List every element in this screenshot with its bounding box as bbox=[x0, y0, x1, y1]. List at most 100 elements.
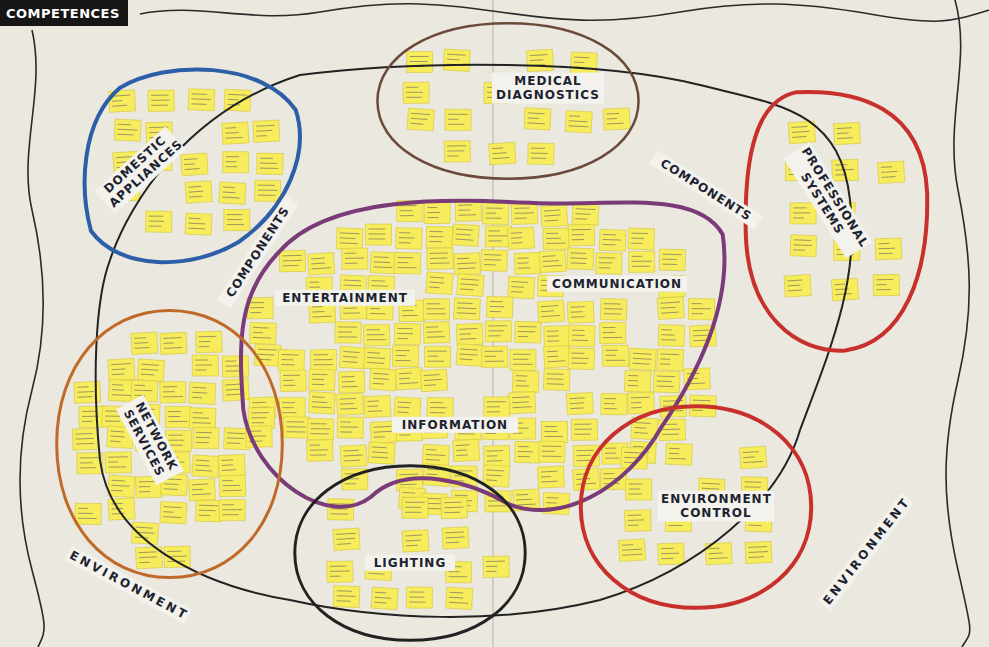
sticky-note bbox=[537, 466, 564, 488]
sticky-note bbox=[653, 371, 680, 393]
sticky-note bbox=[568, 224, 594, 246]
sticky-note bbox=[328, 499, 354, 520]
sticky-note bbox=[253, 120, 280, 142]
sticky-note bbox=[148, 90, 174, 111]
sticky-note bbox=[600, 322, 626, 343]
sticky-note bbox=[426, 226, 453, 248]
sticky-note bbox=[454, 253, 481, 275]
sticky-note bbox=[336, 228, 363, 250]
sticky-note bbox=[626, 479, 652, 500]
sticky-note bbox=[453, 439, 480, 461]
sticky-note bbox=[544, 326, 571, 348]
sticky-note bbox=[338, 371, 365, 393]
sticky-note bbox=[392, 345, 418, 366]
sticky-note bbox=[688, 299, 714, 320]
sticky-note bbox=[196, 500, 223, 522]
sticky-note bbox=[108, 475, 135, 497]
region-label: PROFESSIONAL SYSTEMS bbox=[784, 142, 873, 258]
sticky-note bbox=[424, 202, 450, 223]
sticky-note bbox=[790, 203, 816, 224]
sticky-note bbox=[628, 228, 655, 250]
sticky-note bbox=[509, 392, 536, 414]
sticky-note bbox=[659, 249, 686, 271]
sticky-note bbox=[131, 522, 158, 545]
sticky-note bbox=[658, 543, 685, 565]
sticky-note bbox=[456, 323, 483, 345]
sticky-note bbox=[368, 442, 395, 464]
region-label: MEDICAL DIAGNOSTICS bbox=[492, 73, 604, 104]
sticky-note bbox=[456, 344, 483, 367]
sticky-note bbox=[543, 345, 570, 367]
sticky-note bbox=[427, 397, 453, 419]
sticky-note bbox=[629, 251, 655, 272]
sticky-note bbox=[489, 142, 516, 165]
sticky-note bbox=[570, 52, 597, 74]
sticky-note bbox=[745, 541, 772, 563]
sticky-note bbox=[420, 369, 447, 392]
sticky-note bbox=[370, 252, 397, 274]
sticky-note bbox=[484, 397, 510, 418]
sticky-note bbox=[483, 465, 510, 488]
sticky-note bbox=[189, 408, 216, 430]
sticky-note bbox=[833, 122, 860, 144]
region-blob: DOMESTIC APPLIANCES bbox=[72, 55, 310, 275]
sticky-note bbox=[185, 181, 212, 204]
sticky-note bbox=[75, 503, 101, 524]
sticky-note bbox=[618, 539, 645, 561]
region-label: LIGHTING bbox=[365, 555, 455, 571]
sticky-note bbox=[572, 204, 599, 226]
sticky-note bbox=[146, 211, 172, 232]
sticky-note bbox=[629, 348, 656, 370]
region-blob: MEDICAL DIAGNOSTICS bbox=[372, 20, 644, 182]
sticky-note bbox=[483, 445, 510, 467]
sticky-note bbox=[257, 153, 283, 174]
sticky-note bbox=[665, 443, 692, 465]
sticky-note bbox=[196, 331, 223, 353]
region-blob: NETWORK SERVICES bbox=[52, 305, 287, 583]
sticky-note bbox=[571, 419, 597, 440]
sticky-note bbox=[481, 249, 508, 271]
environment-label: ENVIRONMENT bbox=[818, 493, 915, 610]
sticky-note bbox=[485, 321, 511, 342]
sticky-note bbox=[339, 346, 366, 369]
sticky-note bbox=[188, 479, 215, 501]
sticky-note bbox=[279, 250, 306, 272]
region-label: COMMUNICATION bbox=[547, 276, 687, 292]
sticky-note bbox=[482, 346, 508, 367]
sticky-note bbox=[108, 498, 135, 520]
region-blob: LIGHTING bbox=[290, 462, 530, 644]
region-label: ENVIRONMENT CONTROL bbox=[658, 491, 774, 522]
sticky-note bbox=[105, 452, 131, 473]
sticky-note bbox=[426, 272, 453, 295]
sticky-note bbox=[568, 348, 594, 370]
board-title: COMPETENCES bbox=[0, 0, 128, 26]
sticky-note bbox=[453, 298, 480, 320]
sticky-note bbox=[603, 345, 629, 366]
sticky-note bbox=[873, 274, 899, 295]
sticky-note bbox=[603, 108, 630, 130]
sticky-note bbox=[445, 109, 471, 130]
sticky-note bbox=[307, 419, 333, 440]
sticky-note bbox=[327, 561, 353, 582]
sticky-note bbox=[539, 441, 565, 462]
sticky-note bbox=[396, 228, 423, 250]
sticky-note bbox=[223, 152, 249, 173]
sticky-note bbox=[308, 252, 335, 275]
sticky-note bbox=[364, 325, 390, 346]
sticky-note bbox=[309, 369, 336, 391]
sticky-note bbox=[219, 500, 245, 521]
sticky-note bbox=[784, 275, 811, 298]
sticky-note bbox=[508, 276, 535, 298]
sticky-note bbox=[335, 322, 361, 343]
sticky-note bbox=[396, 367, 423, 390]
sticky-note bbox=[307, 440, 333, 462]
sticky-note bbox=[599, 229, 626, 251]
sticky-note bbox=[371, 587, 398, 610]
sticky-note bbox=[790, 235, 817, 257]
sticky-note bbox=[452, 224, 479, 247]
sticky-note bbox=[443, 49, 470, 71]
sticky-note bbox=[567, 248, 594, 270]
sticky-note bbox=[224, 210, 250, 231]
sticky-note bbox=[402, 497, 428, 518]
sticky-note bbox=[600, 468, 627, 490]
